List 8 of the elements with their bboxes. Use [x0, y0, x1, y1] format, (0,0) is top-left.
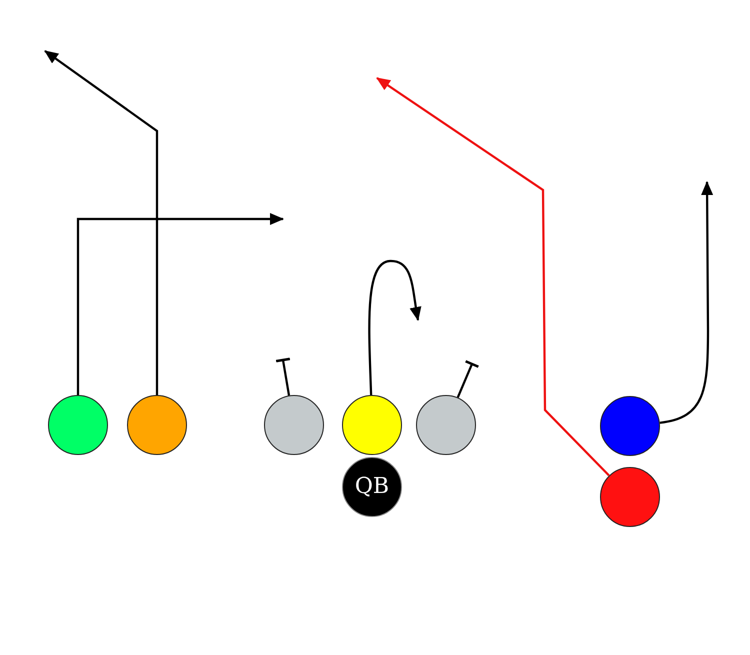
player-label: QB: [354, 476, 390, 498]
route-arrow: [368, 260, 422, 396]
block-route: [274, 358, 292, 396]
route-arrow: [76, 213, 284, 395]
route-arrow: [376, 77, 610, 476]
route-arrow: [44, 50, 158, 395]
block-route: [456, 360, 480, 398]
route-arrow: [660, 181, 714, 424]
